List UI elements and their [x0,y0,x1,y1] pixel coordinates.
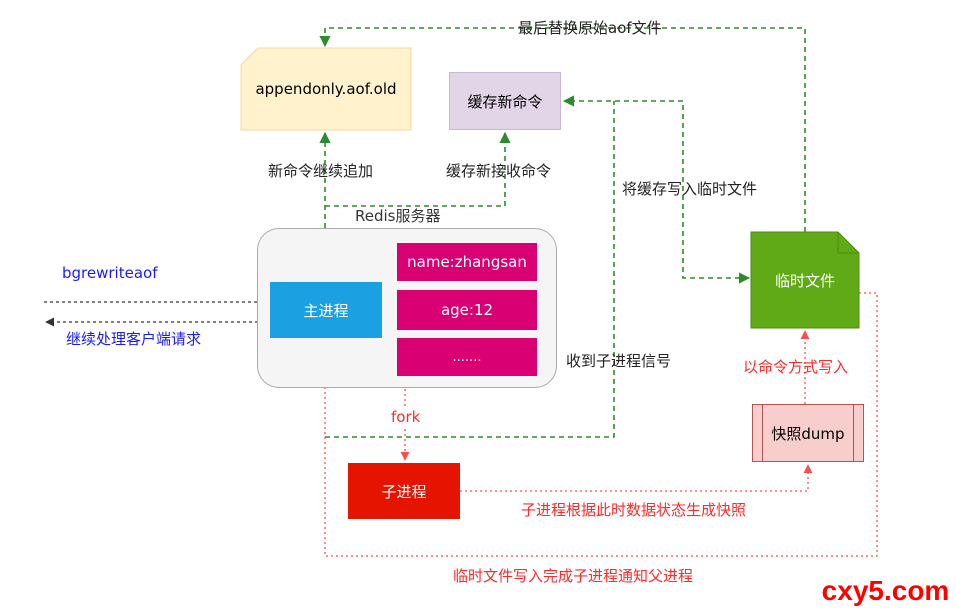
edge-notify-parent [320,292,878,557]
label-fork: fork [390,408,422,426]
label-write-as-commands: 以命令方式写入 [743,358,849,376]
aof-old-shape [240,47,412,131]
snapshot-label: 快照dump [771,424,845,443]
snapshot-left-bar [762,405,763,461]
snapshot-right-bar [853,405,854,461]
label-notify-parent: 临时文件写入完成子进程通知父进程 [453,567,694,585]
site-watermark: cxy5.com [815,570,956,612]
child-process: 子进程 [348,463,460,519]
label-child-snapshot: 子进程根据此时数据状态生成快照 [521,501,747,519]
temp-file-fold [837,232,859,254]
data-record: ....... [397,338,537,376]
data-record: name:zhangsan [397,243,537,281]
label-bgrewriteaof: bgrewriteaof [62,264,158,282]
temp-file: 临时文件 [774,271,835,290]
label-receive-signal: 收到子进程信号 [566,352,672,370]
edge-write-buffer-to-temp [562,95,751,284]
aof-old-file: appendonly.aof.old [255,80,397,98]
data-record: age:12 [397,290,537,330]
edge-receive-signal [325,101,615,438]
edge-replace-original [319,27,806,232]
main-process: 主进程 [270,282,382,338]
edge-child-snapshot [460,464,813,492]
edge-buffer-receive [325,131,511,207]
label-continue-append: 新命令继续追加 [268,162,374,180]
command-buffer: 缓存新命令 [449,72,561,130]
temp-file-shape [750,231,860,329]
label-write-buffer-to-temp: 将缓存写入临时文件 [622,180,758,198]
label-continue-client: 继续处理客户端请求 [66,330,202,348]
label-replace-original: 最后替换原始aof文件 [518,19,662,37]
label-buffer-receive: 缓存新接收命令 [446,162,552,180]
server-title: Redis服务器 [355,207,441,225]
snapshot-dump: 快照dump [752,404,864,462]
